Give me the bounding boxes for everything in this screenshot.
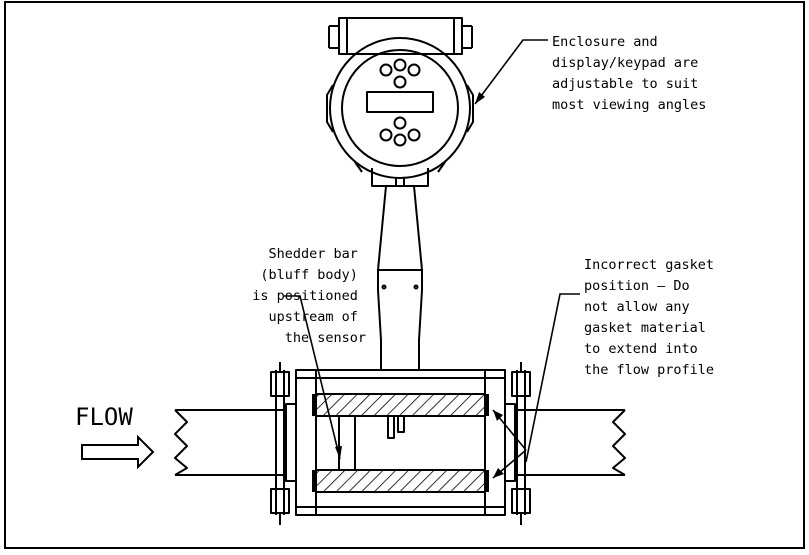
shedder-bar [338,415,356,471]
flow-arrow-icon [81,434,155,470]
gasket-callout: Incorrect gasket position — Do not allow… [584,257,722,378]
shedder-callout: Shedder bar (bluff body) is positioned u… [252,246,366,346]
pipe-flange-left [285,403,297,482]
enclosure-callout: Enclosure and display/keypad are adjusta… [552,34,706,113]
meter-body [295,369,506,516]
downstream-pipe [515,409,626,476]
sensor [387,416,395,439]
leader-lines [284,39,580,479]
meter-wall-bottom [315,469,486,493]
leader-arrowheads [335,92,504,478]
flange-bolts [270,362,531,525]
keypad-button-icon [393,58,407,72]
keypad-button-icon [393,75,407,89]
upstream-pipe [174,409,286,476]
meter-wall-top [315,393,486,417]
enclosure-head [326,17,474,187]
keypad-button-icon [407,63,421,77]
keypad-button-icon [379,63,393,77]
keypad-button-icon [379,128,393,142]
keypad-button-icon [407,128,421,142]
display-window [366,91,434,113]
gaskets [312,394,489,492]
pipe-flange-right [504,403,516,482]
keypad-button-icon [393,116,407,130]
support-stem [377,185,423,370]
drawing-border [4,1,805,549]
keypad-button-icon [393,133,407,147]
flow-label: FLOW [75,403,133,431]
